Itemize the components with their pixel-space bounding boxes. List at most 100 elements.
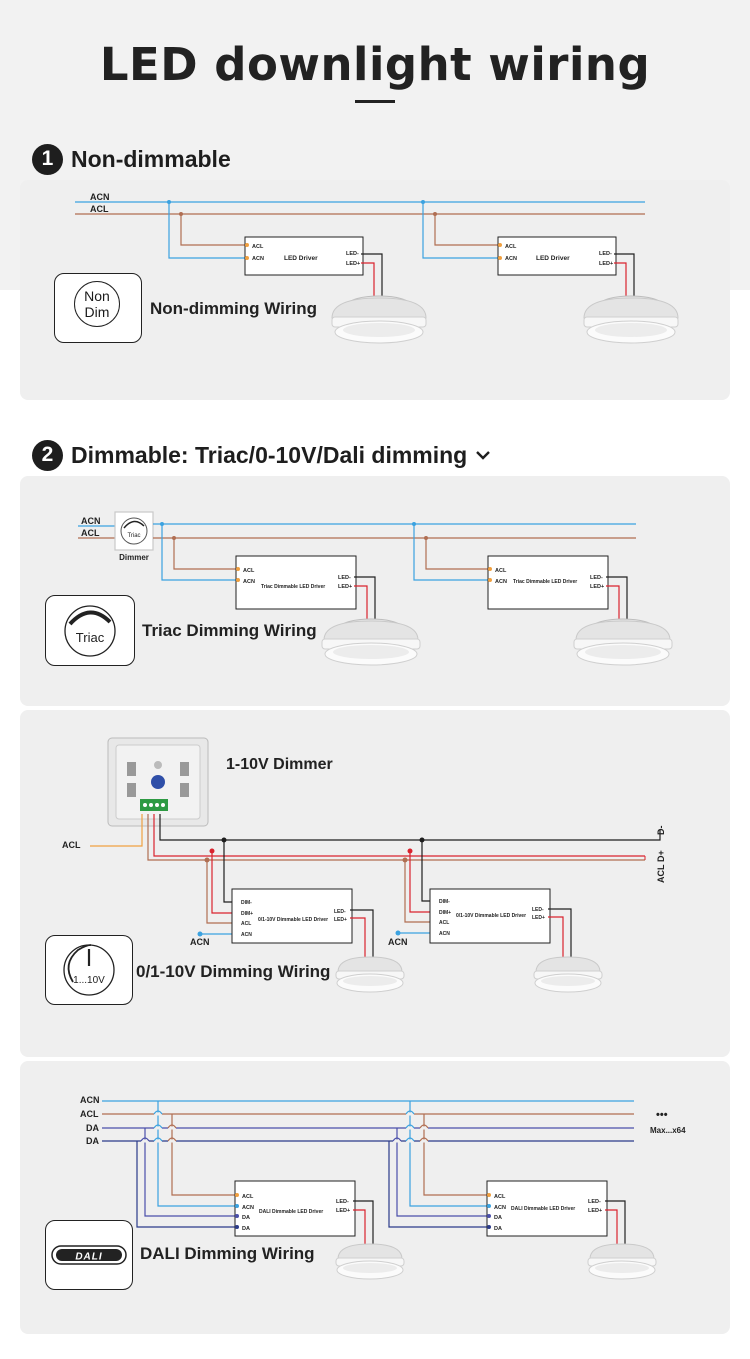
driver-acn-label: ACN xyxy=(241,932,252,938)
driver-acl-label: ACL xyxy=(243,568,255,574)
downlight-icon xyxy=(335,1243,405,1280)
chevron-down-icon xyxy=(476,451,491,460)
driver-unit-2: ACN DIM- DIM+ ACL ACN 0/1-10V Dimmable L… xyxy=(388,837,603,993)
driver-unit-1: ACL ACN Triac Dimmable LED Driver LED- L… xyxy=(160,522,421,666)
driver-led-pos: LED+ xyxy=(334,917,347,923)
driver-led-pos: LED+ xyxy=(336,1208,350,1214)
triac-dimmer: Triac Dimmer xyxy=(114,511,154,562)
one-ten-v-dimmer-module xyxy=(107,737,209,827)
da1-label: DA xyxy=(86,1123,99,1133)
section-number: 2 xyxy=(32,439,63,471)
acn-label: ACN xyxy=(90,192,110,202)
led-driver-box xyxy=(497,236,617,276)
acl-label: ACL xyxy=(90,204,109,214)
driver-acl-label: ACL xyxy=(241,921,251,927)
dimmer-label: Dimmer xyxy=(119,553,149,562)
driver-dneg: DIM- xyxy=(439,899,450,905)
driver-acn-label: ACN xyxy=(439,931,450,937)
driver-led-neg: LED- xyxy=(599,251,612,257)
driver-da2-label: DA xyxy=(494,1226,502,1232)
more-dots: ••• xyxy=(656,1109,668,1121)
panel-dali-dimming: ACN ACL DA DA ••• Max...x64 xyxy=(20,1061,730,1334)
driver-led-neg: LED- xyxy=(336,1199,349,1205)
wiring-label: DALI Dimming Wiring xyxy=(140,1244,315,1263)
right-label-dneg: D- xyxy=(656,826,666,836)
triac-badge: Triac xyxy=(45,595,135,666)
dali-badge: DALI xyxy=(45,1220,133,1290)
driver-unit-2: ACL ACN Triac Dimmable LED Driver LED- L… xyxy=(412,522,673,666)
wiring-label: 0/1-10V Dimming Wiring xyxy=(136,962,331,981)
acl-label: ACL xyxy=(80,1109,99,1119)
driver-led-neg: LED- xyxy=(334,909,346,915)
wiring-label: Triac Dimming Wiring xyxy=(142,621,317,640)
section-title: Non-dimmable xyxy=(71,145,231,172)
v010-badge-text: 1...10V xyxy=(73,975,105,986)
max-label: Max...x64 xyxy=(650,1126,686,1135)
driver-title: LED Driver xyxy=(284,255,318,262)
downlight-icon xyxy=(587,1243,657,1280)
downlight-icon xyxy=(533,956,603,993)
led-driver-box xyxy=(235,555,357,610)
driver-led-neg: LED- xyxy=(532,907,544,913)
dali-badge-text: DALI xyxy=(75,1252,102,1263)
driver-acl-label: ACL xyxy=(495,568,507,574)
driver-led-neg: LED- xyxy=(590,575,603,581)
dali-logo-icon: DALI xyxy=(51,1245,127,1265)
driver-dpos: DIM+ xyxy=(439,910,451,916)
driver-title: DALI Dimmable LED Driver xyxy=(511,1206,575,1212)
panel-triac-dimming: ACN ACL Triac Dimmer ACL ACN Triac Dimma… xyxy=(20,476,730,706)
v010-dimming-diagram: 1-10V Dimmer ACL D- D+ ACL ACN DIM- DIM+… xyxy=(62,737,666,993)
downlight-icon xyxy=(583,295,679,344)
led-driver-box xyxy=(244,236,364,276)
title-underline xyxy=(355,100,395,103)
acn-label: ACN xyxy=(80,1095,100,1105)
driver-led-pos: LED+ xyxy=(338,584,352,590)
driver-acn-label: ACN xyxy=(242,1205,254,1211)
led-driver-box xyxy=(429,888,551,944)
driver-led-neg: LED- xyxy=(346,251,359,257)
driver-title: LED Driver xyxy=(536,255,570,262)
v010-badge: 1...10V xyxy=(45,935,133,1005)
driver-acl-label: ACL xyxy=(505,244,517,250)
driver-da1-label: DA xyxy=(242,1215,250,1221)
driver-title: 0/1-10V Dimmable LED Driver xyxy=(258,917,328,923)
non-dimming-diagram: ACN ACL ACL ACN LED Driver LED- LED+ xyxy=(75,192,679,344)
acl-label: ACL xyxy=(62,840,81,850)
driver-led-pos: LED+ xyxy=(588,1208,602,1214)
led-driver-box xyxy=(234,1180,356,1237)
non-dim-circle-icon: Non Dim xyxy=(74,281,120,327)
driver-unit-1: ACN DIM- DIM+ ACL ACN 0/1-10V Dimmable L… xyxy=(190,837,405,993)
led-driver-box xyxy=(487,555,609,610)
driver-acn-label: ACN xyxy=(494,1205,506,1211)
dimmer-title: 1-10V Dimmer xyxy=(226,756,333,773)
driver-unit-1: ACL ACN DA DA DALI Dimmable LED Driver L… xyxy=(136,1101,405,1280)
page-title: LED downlight wiring xyxy=(99,38,651,91)
badge-line-2: Dim xyxy=(84,304,110,320)
panel-non-dimming: ACN ACL ACL ACN LED Driver LED- LED+ xyxy=(20,180,730,400)
driver-unit-2: ACL ACN DA DA DALI Dimmable LED Driver L… xyxy=(388,1101,657,1280)
driver-unit-1: ACL ACN LED Driver LED- LED+ xyxy=(167,200,427,344)
driver-acl-label: ACL xyxy=(242,1194,254,1200)
da2-label: DA xyxy=(86,1136,99,1146)
acn-label: ACN xyxy=(190,937,210,947)
triac-badge-text: Triac xyxy=(76,630,105,645)
driver-led-pos: LED+ xyxy=(346,261,360,267)
driver-da1-label: DA xyxy=(494,1215,502,1221)
downlight-icon xyxy=(573,618,673,666)
led-driver-box xyxy=(486,1180,608,1237)
driver-title: Triac Dimmable LED Driver xyxy=(513,579,577,585)
right-label-acl: ACL xyxy=(656,864,666,883)
driver-acn-label: ACN xyxy=(505,256,517,262)
driver-title: 0/1-10V Dimmable LED Driver xyxy=(456,913,526,919)
driver-dpos: DIM+ xyxy=(241,911,253,917)
driver-unit-2: ACL ACN LED Driver LED- LED+ xyxy=(421,200,679,344)
driver-acl-label: ACL xyxy=(494,1194,506,1200)
right-label-dpos: D+ xyxy=(656,850,666,862)
driver-title: DALI Dimmable LED Driver xyxy=(259,1209,323,1215)
driver-led-pos: LED+ xyxy=(532,915,545,921)
acn-label: ACN xyxy=(81,516,101,526)
driver-led-pos: LED+ xyxy=(599,261,613,267)
driver-title: Triac Dimmable LED Driver xyxy=(261,584,325,590)
driver-da2-label: DA xyxy=(242,1226,250,1232)
driver-acn-label: ACN xyxy=(243,579,255,585)
